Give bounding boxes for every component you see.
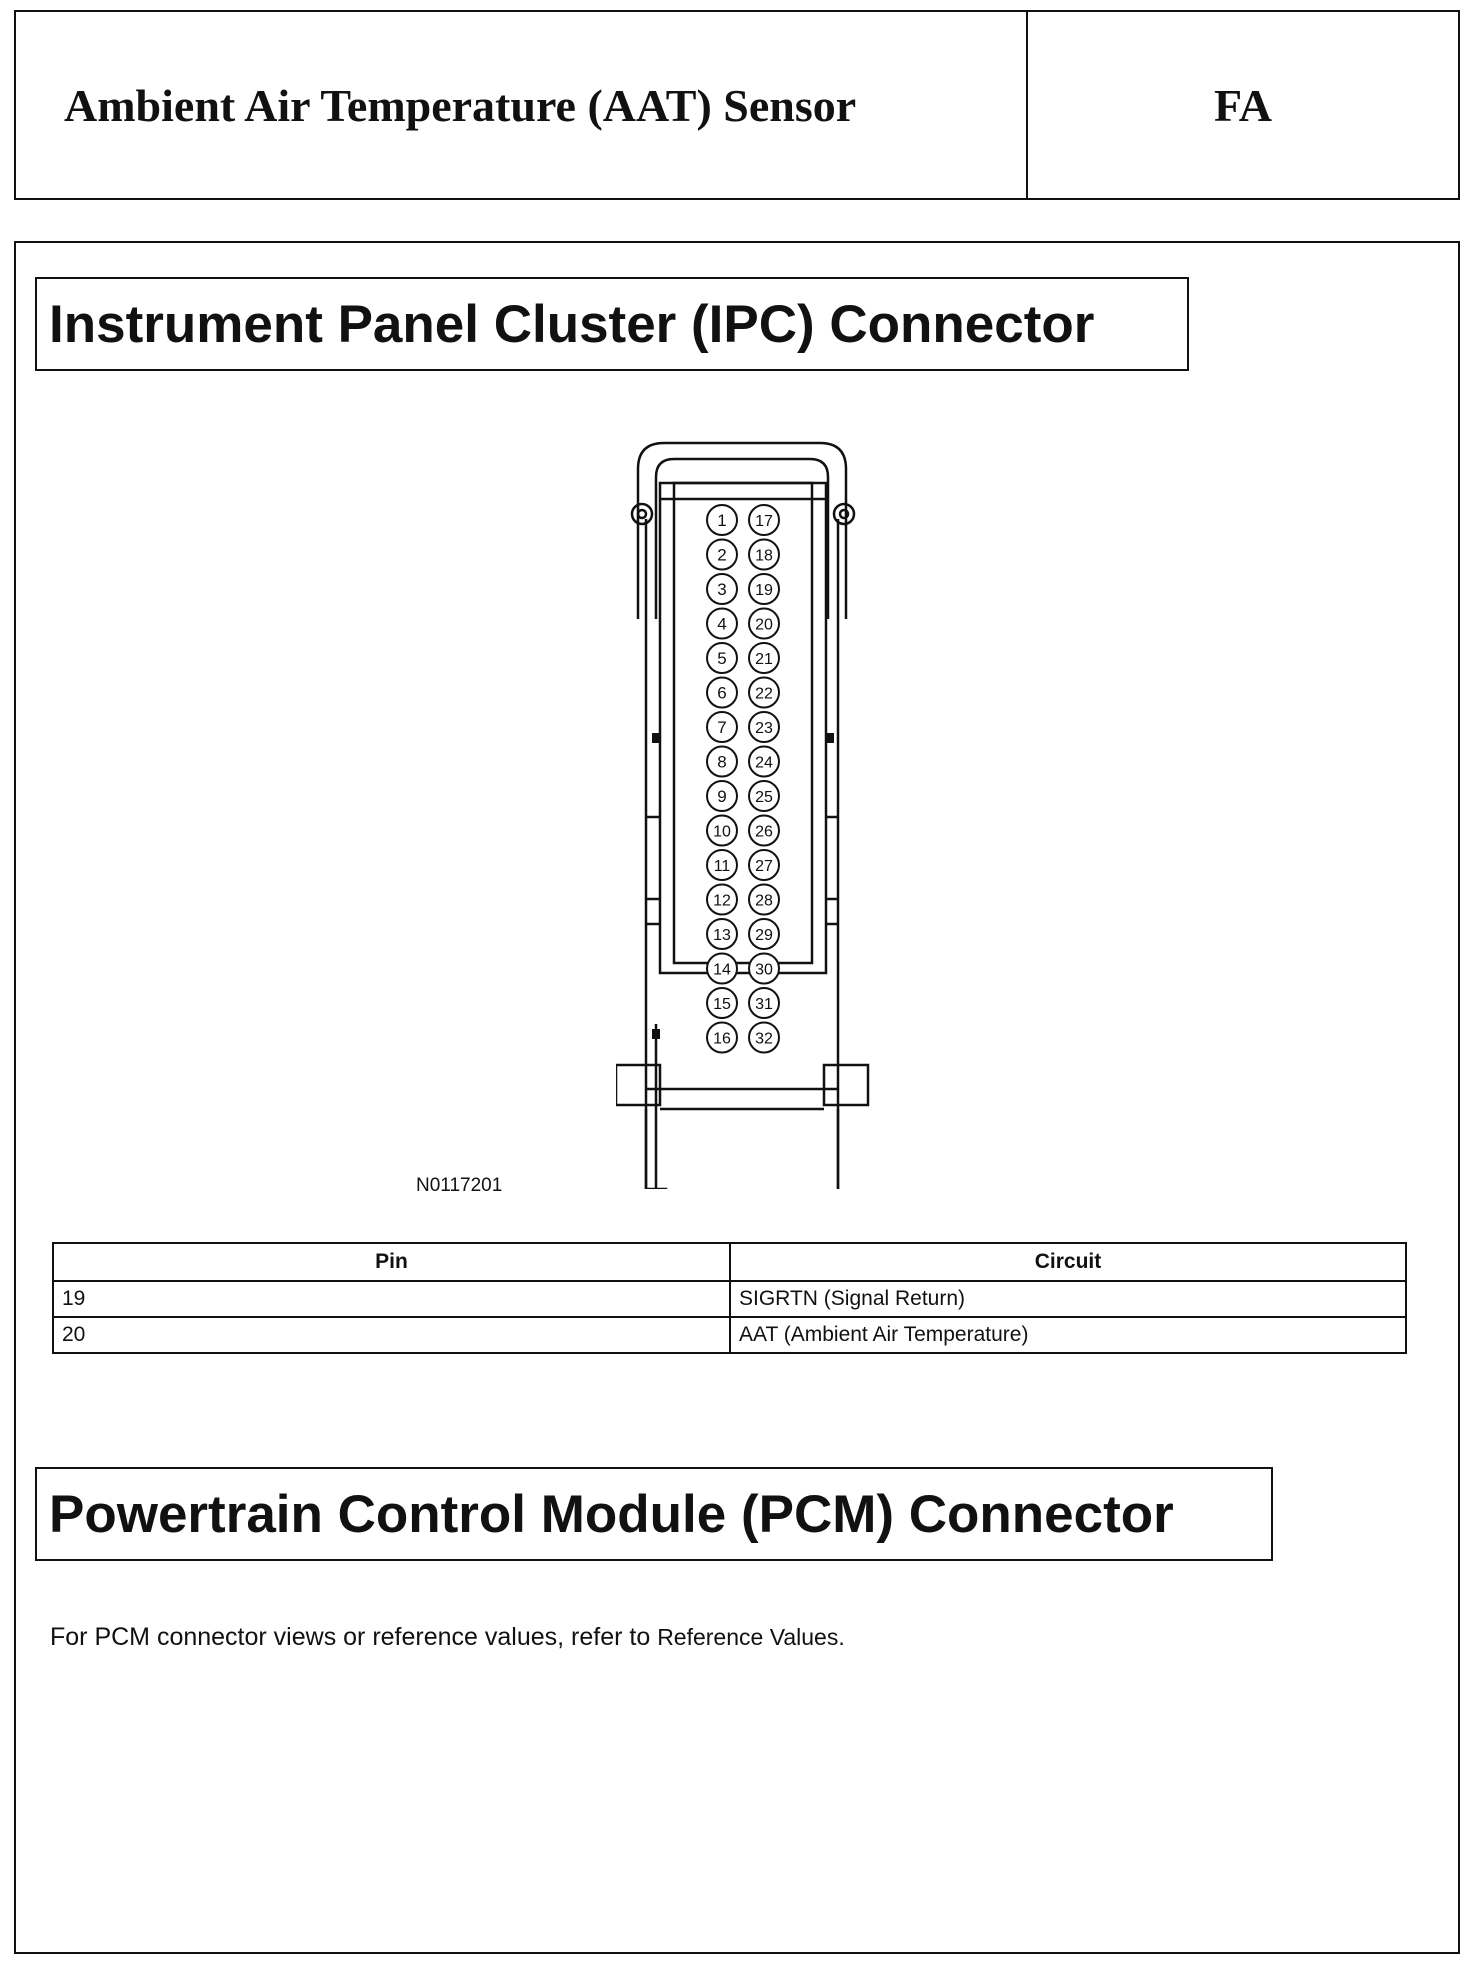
connector-pin-label: 32 [755,1031,773,1048]
connector-pin-label: 15 [713,996,731,1013]
section-code: FA [1214,79,1272,131]
connector-pin-12: 12 [706,883,738,916]
connector-pin-label: 23 [755,720,773,737]
figure-id: N0117201 [416,1175,503,1196]
connector-pin-label: 27 [755,858,773,875]
connector-pin-18: 18 [748,538,780,571]
page-title: Ambient Air Temperature (AAT) Sensor [16,12,1028,198]
connector-pin-label: 8 [717,753,726,772]
connector-pin-label: 24 [755,755,773,772]
connector-pin-label: 14 [713,962,731,979]
connector-pin-label: 7 [717,718,726,737]
connector-pin-27: 27 [748,849,780,881]
column-header-circuit: Circuit [729,1242,1407,1282]
page-header: Ambient Air Temperature (AAT) Sensor FA [14,10,1460,200]
connector-pin-label: 25 [755,789,773,806]
connector-pin-26: 26 [748,814,780,847]
connector-pin-1: 1 [706,504,738,536]
connector-pin-label: 13 [713,927,731,944]
connector-pin-label: 30 [755,962,773,979]
connector-pin-10: 10 [706,814,738,847]
connector-pin-23: 23 [748,711,780,743]
connector-pin-label: 2 [717,546,726,565]
connector-pin-label: 5 [717,649,726,668]
connector-pin-label: 3 [717,580,726,599]
pcm-note-text: For PCM connector views or reference val… [50,1623,658,1651]
connector-pin-21: 21 [748,642,780,674]
connector-pin-label: 16 [713,1031,731,1048]
connector-pin-2: 2 [706,538,738,571]
pcm-note: For PCM connector views or reference val… [50,1623,845,1652]
connector-pin-9: 9 [706,780,738,812]
connector-pin-label: 4 [717,615,726,634]
reference-values-link[interactable]: Reference Values. [657,1624,845,1650]
connector-pin-13: 13 [706,918,738,950]
connector-drawing: 1234567891011121314151617181920212223242… [614,441,870,1209]
connector-pin-label: 17 [755,513,773,530]
connector-pin-label: 11 [714,858,731,875]
connector-pin-label: 26 [755,824,773,841]
connector-pin-label: 1 [717,511,726,530]
pin-cell: 20 [52,1316,731,1354]
connector-pin-22: 22 [748,676,780,709]
connector-pin-label: 21 [755,651,773,668]
connector-pin-19: 19 [748,573,780,605]
pin-cell: 19 [52,1280,731,1318]
connector-pin-label: 29 [755,927,773,944]
connector-pin-29: 29 [748,918,780,950]
connector-pin-6: 6 [706,676,738,709]
connector-pin-7: 7 [706,711,738,743]
circuit-cell: AAT (Ambient Air Temperature) [729,1316,1407,1354]
connector-pin-label: 18 [755,548,773,565]
connector-pin-30: 30 [748,952,780,985]
connector-pin-25: 25 [748,780,780,812]
content-panel: Instrument Panel Cluster (IPC) Connector [14,241,1460,1954]
connector-pin-24: 24 [748,745,780,778]
table-row: 20 AAT (Ambient Air Temperature) [52,1316,1407,1354]
pcm-connector-heading: Powertrain Control Module (PCM) Connecto… [35,1467,1273,1561]
connector-pin-28: 28 [748,883,780,916]
connector-pin-4: 4 [706,607,738,640]
connector-pin-5: 5 [706,642,738,674]
connector-pin-11: 11 [706,849,738,881]
connector-pin-label: 22 [755,686,773,703]
connector-pin-14: 14 [706,952,738,985]
connector-pin-8: 8 [706,745,738,778]
pin-table: Pin Circuit 19 SIGRTN (Signal Return) 20… [52,1242,1407,1354]
connector-pin-label: 12 [713,893,731,910]
connector-pin-31: 31 [748,987,780,1019]
connector-pin-label: 20 [755,617,773,634]
connector-pin-3: 3 [706,573,738,605]
connector-pin-label: 28 [755,893,773,910]
connector-pin-16: 16 [706,1021,738,1054]
connector-pin-label: 9 [717,787,726,806]
connector-pin-label: 31 [755,996,773,1013]
connector-pin-17: 17 [748,504,780,536]
connector-pin-label: 10 [713,824,731,841]
circuit-cell: SIGRTN (Signal Return) [729,1280,1407,1318]
connector-pin-20: 20 [748,607,780,640]
table-row: 19 SIGRTN (Signal Return) [52,1280,1407,1318]
column-header-pin: Pin [52,1242,731,1282]
table-header-row: Pin Circuit [52,1242,1407,1282]
ipc-connector-heading: Instrument Panel Cluster (IPC) Connector [35,277,1189,371]
connector-pin-label: 6 [717,684,726,703]
connector-pin-32: 32 [748,1021,780,1054]
connector-pin-15: 15 [706,987,738,1019]
connector-pin-label: 19 [755,582,773,599]
